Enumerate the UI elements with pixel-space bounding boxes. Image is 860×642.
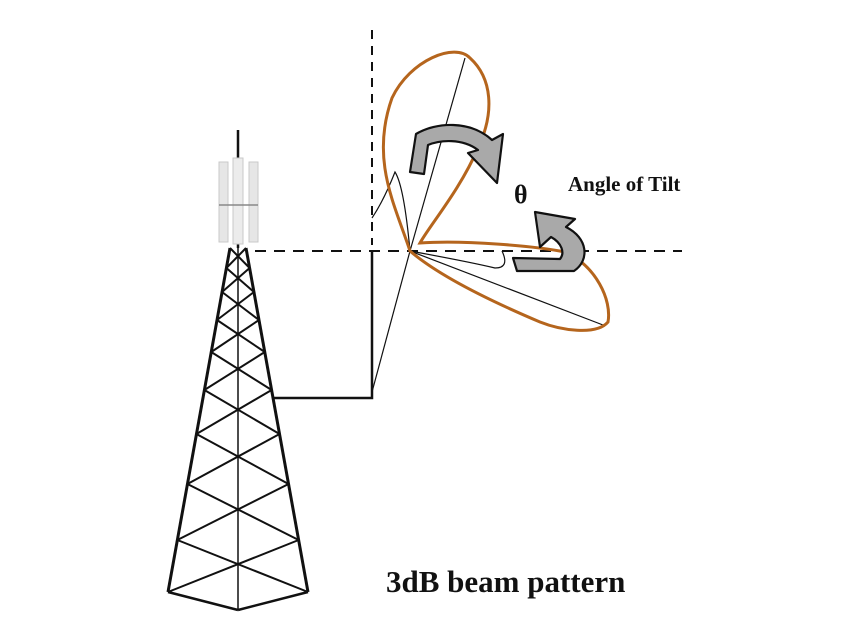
beam-pattern-3db <box>381 50 611 332</box>
tower-brace <box>167 539 299 593</box>
antenna-array <box>218 157 259 245</box>
tower-bracing <box>167 247 309 593</box>
tower-base-right <box>237 590 309 612</box>
tower-brace <box>216 291 255 321</box>
tower-brace <box>176 483 289 541</box>
feeder-connector <box>272 251 374 400</box>
tower-brace <box>187 483 300 541</box>
antenna-panel-left <box>218 161 229 243</box>
upper-curved-arrow-icon <box>408 123 505 185</box>
tower-brace <box>210 351 273 391</box>
theta-symbol: θ <box>514 180 528 209</box>
ray-to-main-lobe-tip <box>409 250 604 326</box>
tower-brace <box>177 539 309 593</box>
ray-lower-left <box>371 250 411 393</box>
tower-brace <box>203 389 281 435</box>
tower-brace <box>221 291 260 321</box>
tower-brace <box>216 319 266 353</box>
ray-upper <box>409 57 466 252</box>
tower-brace <box>229 247 251 269</box>
tower-left-leg <box>166 247 232 593</box>
antenna-panel-centre <box>232 157 244 245</box>
tower-brace <box>195 433 290 485</box>
tower-base-left <box>167 590 239 612</box>
side-lobe-upper-left <box>371 170 411 252</box>
tower-brace <box>186 433 281 485</box>
tower-brace <box>225 267 255 293</box>
tower-right-leg <box>244 247 310 593</box>
rotation-arrows <box>408 123 586 273</box>
beam-rays <box>371 57 604 393</box>
tower-brace <box>195 389 273 435</box>
tilt-angle-arc <box>409 250 506 269</box>
lattice-tower <box>166 130 310 612</box>
reference-lines <box>255 30 682 400</box>
lower-curved-arrow-icon <box>511 210 586 273</box>
beam-outline <box>381 50 611 332</box>
angle-of-tilt-label: Angle of Tilt <box>568 172 680 196</box>
tower-brace <box>225 247 247 269</box>
tower-brace <box>210 319 260 353</box>
tower-brace <box>203 351 266 391</box>
antenna-panel-right <box>248 161 259 243</box>
tower-brace <box>221 267 251 293</box>
beam-pattern-caption: 3dB beam pattern <box>386 564 625 599</box>
